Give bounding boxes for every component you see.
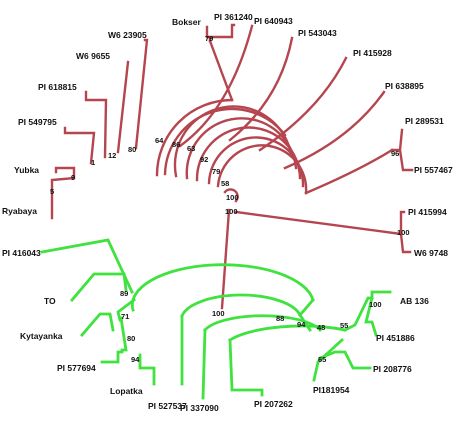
branch-w6-23905	[134, 38, 149, 150]
taxon-label-w6-9655: W6 9655	[76, 51, 110, 61]
taxon-label-ryabaya: Ryabaya	[2, 206, 37, 216]
taxon-label-pi577694: PI 577694	[57, 363, 96, 373]
bootstrap-label: 88	[276, 314, 284, 323]
taxon-label-pi415994: PI 415994	[408, 207, 447, 217]
branch-pi207262	[228, 338, 264, 397]
bootstrap-label: 1	[91, 158, 95, 167]
bootstrap-label: 100	[212, 309, 225, 318]
bootstrap-label: 63	[187, 144, 195, 153]
taxon-label-pi361240: PI 361240	[214, 12, 253, 22]
branch-pi638895	[283, 90, 386, 170]
taxon-label-to: TO	[44, 296, 56, 306]
bootstrap-label: 58	[221, 179, 229, 188]
taxon-label-pi289531: PI 289531	[405, 116, 444, 126]
bootstrap-label: 86	[172, 140, 180, 149]
bootstrap-label: 48	[317, 323, 325, 332]
bootstrap-label: 100	[397, 228, 410, 237]
bootstrap-label: 100	[226, 193, 239, 202]
bootstrap-label: 71	[121, 312, 129, 321]
taxon-label-pi618815: PI 618815	[38, 82, 77, 92]
arc-3	[173, 105, 293, 178]
taxon-label-w6-9748: W6 9748	[414, 248, 448, 258]
taxon-label-pi527537: PI 527537	[148, 401, 187, 411]
taxon-label-pi638895: PI 638895	[385, 81, 424, 91]
branch-pi181954	[312, 338, 344, 382]
branch-pi208776	[318, 350, 372, 370]
taxon-label-bokser: Bokser	[172, 17, 202, 27]
branch-pi289531-pi557467	[304, 128, 414, 195]
arc-green-4	[228, 324, 347, 342]
branch-pi543043	[228, 36, 294, 142]
taxon-label-kytayanka: Kytayanka	[20, 331, 63, 341]
taxon-label-pi207262: PI 207262	[254, 399, 293, 409]
taxon-label-pi181954: PI181954	[313, 385, 350, 395]
arc-green-3	[203, 314, 322, 332]
taxon-label-pi640943: PI 640943	[254, 16, 293, 26]
branch-pi337090	[201, 328, 207, 400]
bootstrap-label: 100	[369, 300, 382, 309]
branch-node-48	[298, 313, 312, 332]
taxon-label-pi337090: PI 337090	[180, 403, 219, 413]
bootstrap-label: 89	[120, 289, 128, 298]
taxon-label-pi208776: PI 208776	[373, 364, 412, 374]
lower-clade-branches	[40, 238, 392, 400]
arc-2	[163, 107, 287, 176]
branch-to	[70, 272, 128, 302]
arc-1	[155, 98, 234, 177]
branch-pi415994-w6-9748	[234, 210, 412, 254]
arc-green-1	[130, 263, 315, 312]
branch-node-94	[298, 298, 315, 317]
bootstrap-label: 65	[318, 355, 326, 364]
branch-w6-9655	[116, 60, 130, 154]
bootstrap-label: 55	[340, 321, 348, 330]
bootstrap-label: 92	[200, 155, 208, 164]
taxon-label-pi416043: PI 416043	[2, 248, 41, 258]
bootstrap-label: 80	[128, 145, 136, 154]
branch-yubka-ryabaya	[50, 166, 76, 220]
bootstrap-label: 79	[212, 167, 220, 176]
branch-pi415928	[258, 56, 348, 152]
taxon-label-pi549795: PI 549795	[18, 117, 57, 127]
taxon-label-lopatka: Lopatka	[110, 386, 143, 396]
bootstrap-label: 94	[297, 320, 306, 329]
taxon-label-pi415928: PI 415928	[353, 48, 392, 58]
bootstrap-label: 5	[50, 187, 54, 196]
branch-kytayanka	[80, 312, 115, 337]
bootstrap-label: 9	[71, 173, 75, 182]
taxon-label-pi557467: PI 557467	[414, 165, 453, 175]
bootstrap-label: 80	[127, 334, 135, 343]
bootstrap-label: 100	[225, 207, 238, 216]
branch-pi577694	[100, 350, 124, 364]
branch-ab136	[343, 290, 392, 332]
branch-lopatka	[138, 353, 156, 386]
taxon-labels: Bokser PI 361240 PI 640943 W6 23905 PI 5…	[2, 12, 453, 413]
bootstrap-label: 12	[108, 151, 116, 160]
taxon-label-w6-23905: W6 23905	[108, 30, 147, 40]
bootstrap-label: 96	[391, 149, 399, 158]
upper-clade-branches	[50, 23, 414, 310]
branch-pi549795	[63, 126, 96, 165]
arc-8	[223, 188, 239, 203]
branch-pi451886	[364, 296, 378, 337]
taxon-label-yubka: Yubka	[14, 165, 39, 175]
bootstrap-label: 64	[155, 136, 164, 145]
taxon-label-pi543043: PI 543043	[298, 28, 337, 38]
branch-inner-71	[116, 298, 136, 322]
bootstrap-label: 94	[131, 355, 140, 364]
taxon-label-ab136: AB 136	[400, 296, 429, 306]
bootstrap-values: 79 64 86 63 92 79 58 100 100 80 12 1 9 5…	[50, 34, 410, 364]
branch-pi618815	[84, 90, 108, 159]
branch-pi640943	[178, 24, 254, 148]
branch-node-80	[119, 316, 128, 352]
bootstrap-label: 79	[205, 34, 213, 43]
arc-green-2	[180, 293, 302, 318]
taxon-label-pi451886: PI 451886	[376, 333, 415, 343]
branch-bokser	[208, 39, 234, 102]
root-branch-upper	[220, 208, 231, 310]
